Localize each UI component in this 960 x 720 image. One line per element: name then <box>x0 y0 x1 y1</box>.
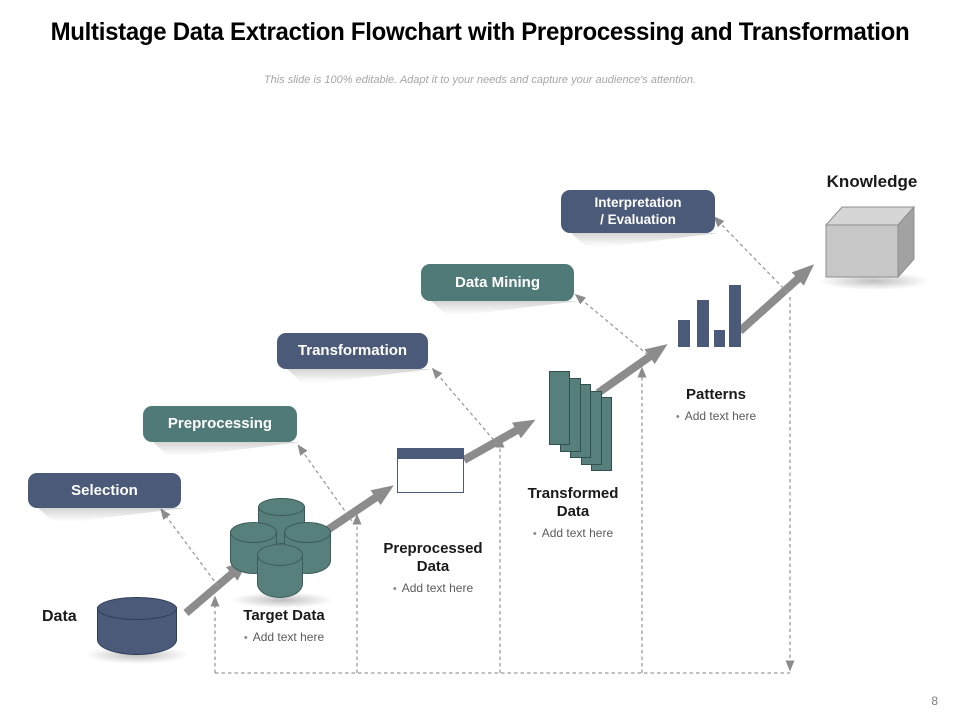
cylinder-top <box>230 522 277 543</box>
placeholder-note-transformed-data[interactable]: • Add text here <box>516 526 630 540</box>
stage-label-preprocessing: Preprocessing <box>167 415 273 432</box>
target-cluster-shadow <box>230 592 334 608</box>
bar-2 <box>697 300 709 347</box>
placeholder-note-preprocessed-data[interactable]: • Add text here <box>376 581 490 595</box>
window-title-bar <box>398 449 463 459</box>
cube-front-face <box>825 224 899 278</box>
flow-arrow-transformed-to-patterns <box>595 344 668 397</box>
label-arrow-data-mining <box>574 293 649 356</box>
node-block-preprocessed-data: Preprocessed Data • Add text here <box>376 540 490 595</box>
node-title-transformed-data: Transformed Data <box>527 485 619 520</box>
bullet-glyph: • <box>675 411 680 423</box>
database-cluster-icon[interactable] <box>228 498 334 602</box>
note-text: Add text here <box>541 526 614 540</box>
cube-icon[interactable] <box>824 204 918 282</box>
label-arrow-interpretation <box>713 216 789 294</box>
bar-3 <box>714 330 725 347</box>
flow-arrow-patterns-to-knowledge <box>737 264 815 334</box>
placeholder-note-patterns[interactable]: • Add text here <box>658 409 774 423</box>
node-block-target-data: Target Data • Add text here <box>222 607 346 644</box>
bar-4 <box>729 285 741 347</box>
cylinder-top <box>258 498 305 517</box>
stage-badge-transformation[interactable]: Transformation <box>277 333 428 369</box>
stage-label-data-mining: Data Mining <box>455 273 540 291</box>
label-arrow-preprocessing <box>297 444 353 522</box>
page-number: 8 <box>931 694 938 708</box>
page-title: Multistage Data Extraction Flowchart wit… <box>50 18 910 46</box>
sheet-1 <box>549 371 570 445</box>
bar-chart-icon[interactable] <box>676 285 742 347</box>
cylinder-top <box>284 522 331 543</box>
note-text: Add text here <box>401 581 474 595</box>
bullet-glyph: • <box>532 528 537 540</box>
stacked-sheets-icon[interactable] <box>549 371 615 474</box>
stage-badge-selection[interactable]: Selection <box>28 473 181 508</box>
label-arrow-selection <box>160 508 219 587</box>
stage-badge-data-mining[interactable]: Data Mining <box>421 264 574 301</box>
table-window-icon[interactable] <box>397 448 464 493</box>
stage-label-interpretation-line2: / Evaluation <box>600 211 676 227</box>
label-arrow-transformation <box>431 367 499 446</box>
stage-badge-preprocessing[interactable]: Preprocessing <box>143 406 297 442</box>
node-block-patterns: Patterns • Add text here <box>658 386 774 423</box>
node-block-transformed-data: Transformed Data • Add text here <box>516 485 630 540</box>
bar-1 <box>678 320 690 347</box>
node-title-patterns: Patterns <box>685 386 747 403</box>
flow-arrow-data-to-target <box>183 559 249 617</box>
flow-arrow-target-to-preprocessed <box>323 485 394 535</box>
node-title-preprocessed-data: Preprocessed Data <box>383 540 483 575</box>
stage-label-interpretation-line1: Interpretation <box>594 195 682 211</box>
page-subtitle: This slide is 100% editable. Adapt it to… <box>263 74 697 86</box>
stage-label-transformation: Transformation <box>297 342 408 359</box>
bullet-glyph: • <box>392 583 397 595</box>
note-text: Add text here <box>684 409 757 423</box>
node-label-knowledge: Knowledge <box>826 172 918 191</box>
node-label-data: Data <box>42 608 77 625</box>
database-cylinder-icon[interactable] <box>97 597 177 655</box>
placeholder-note-target-data[interactable]: • Add text here <box>222 630 346 644</box>
cylinder-top <box>97 597 177 621</box>
stage-badge-interpretation-evaluation[interactable]: Interpretation / Evaluation <box>561 190 715 233</box>
bullet-glyph: • <box>243 632 248 644</box>
node-title-target-data: Target Data <box>243 607 325 624</box>
flow-arrow-preprocessed-to-transformed <box>462 419 536 464</box>
stage-label-selection: Selection <box>71 481 138 499</box>
cylinder-top <box>257 544 303 566</box>
note-text: Add text here <box>252 630 325 644</box>
cluster-cylinder-front <box>257 544 303 598</box>
